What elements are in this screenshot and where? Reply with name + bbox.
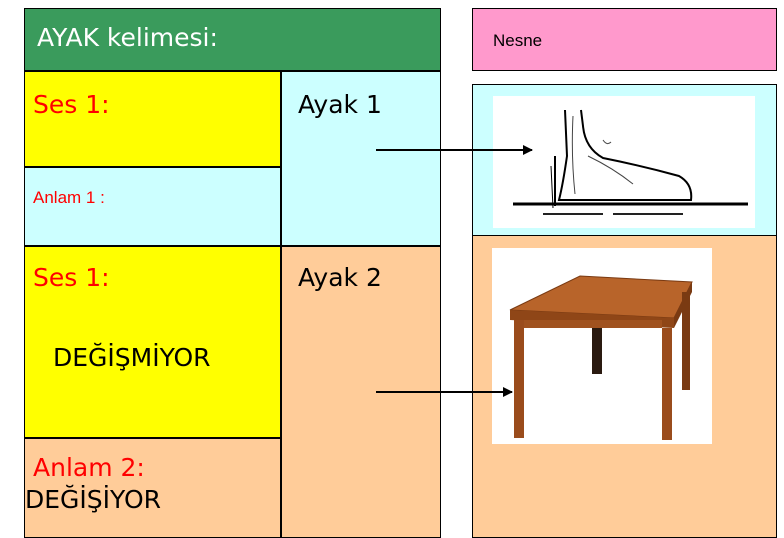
sense1-sound-cell: Ses 1:: [24, 71, 281, 167]
sense1-word-cell: Ayak 1: [281, 71, 441, 246]
object-header-label: Nesne: [493, 31, 543, 50]
wooden-table-image: [492, 248, 712, 444]
sense2-sound-cell: Ses 1: DEĞİŞMİYOR: [24, 246, 281, 438]
sense2-sound-label: Ses 1:: [33, 263, 110, 292]
sense1-sound-label: Ses 1:: [33, 90, 110, 119]
foot-sketch-image: [493, 96, 755, 228]
object-header: Nesne: [472, 8, 777, 71]
sense2-meaning-label: Anlam 2:: [33, 453, 145, 482]
title-header: AYAK kelimesi:: [24, 8, 441, 71]
sense1-meaning-label: Anlam 1 :: [33, 188, 105, 207]
sense2-meaning-cell: Anlam 2: DEĞİŞİYOR: [24, 438, 281, 538]
sense1-word-label: Ayak 1: [298, 90, 382, 119]
sense1-meaning-cell: Anlam 1 :: [24, 167, 281, 246]
sense2-meaning-status: DEĞİŞİYOR: [25, 485, 161, 514]
title-text: AYAK kelimesi:: [37, 23, 218, 52]
sense2-word-label: Ayak 2: [298, 263, 382, 292]
sense2-sound-status: DEĞİŞMİYOR: [53, 343, 211, 372]
